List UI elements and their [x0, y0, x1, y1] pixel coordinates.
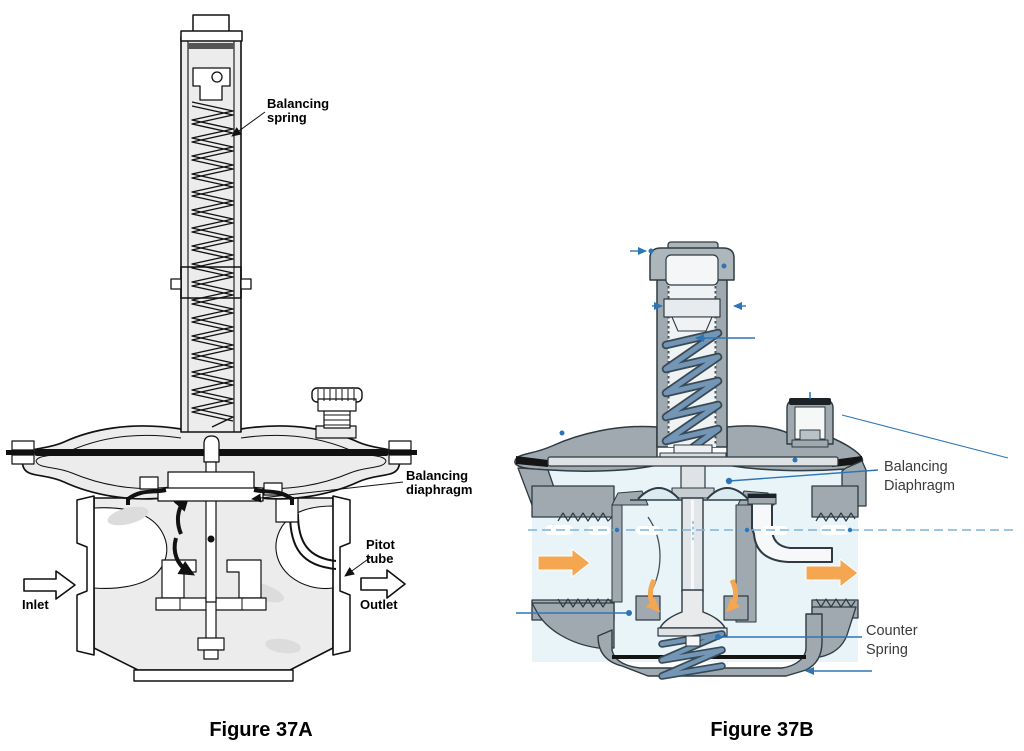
balancing-diaphragm-label-a: Balancing diaphragm	[406, 468, 473, 497]
diaphragm-bolt-right	[388, 440, 417, 465]
vent-cap	[786, 392, 834, 448]
inlet-flow-arrow	[23, 570, 76, 600]
inlet-port-b	[531, 485, 615, 649]
port-centerline	[528, 521, 1014, 540]
counter-spring-label: Counter Spring	[866, 623, 918, 658]
flow-arrows-b	[537, 548, 859, 613]
figure-a-caption: Figure 37A	[209, 719, 313, 741]
leader-lines-a	[231, 111, 404, 577]
balancing-diaphragm-b	[547, 456, 839, 506]
balancing-diaphragm-a	[126, 488, 294, 505]
balancing-spring-coil-b	[661, 328, 723, 453]
figure-b-caption: Figure 37B	[710, 719, 814, 741]
outlet-flow-arrow-b	[805, 558, 859, 588]
inlet-flange	[76, 495, 95, 656]
diaphragm-bolt-left	[6, 440, 35, 465]
balancing-spring-coil	[191, 101, 234, 428]
valve-stem-b	[657, 497, 728, 637]
outlet-flow-arrow	[360, 569, 406, 599]
diaphragm-chamber-a	[6, 387, 417, 603]
adjusting-screw	[311, 387, 363, 439]
counter-spring-coil	[658, 630, 726, 680]
internal-up-arrow	[173, 494, 190, 535]
flow-arrows-a	[23, 569, 406, 600]
outlet-label: Outlet	[360, 597, 398, 612]
outlet-port-b	[811, 485, 859, 658]
balancing-diaphragm-label-b: Balancing Diaphragm	[884, 459, 955, 494]
inlet-flow-arrow-b	[537, 548, 591, 578]
figure-b-drawing	[514, 241, 1014, 680]
pitot-tube-label: Pitot tube	[366, 537, 395, 566]
leader-lines-b	[516, 247, 1009, 675]
spring-tower-b	[649, 241, 735, 462]
inlet-label: Inlet	[22, 597, 49, 612]
spring-tower-a	[170, 14, 252, 433]
internal-down-arrow	[172, 537, 196, 576]
balancing-spring-label: Balancing spring	[267, 96, 330, 125]
figure-a-drawing	[6, 14, 417, 682]
outlet-flange	[332, 495, 351, 656]
